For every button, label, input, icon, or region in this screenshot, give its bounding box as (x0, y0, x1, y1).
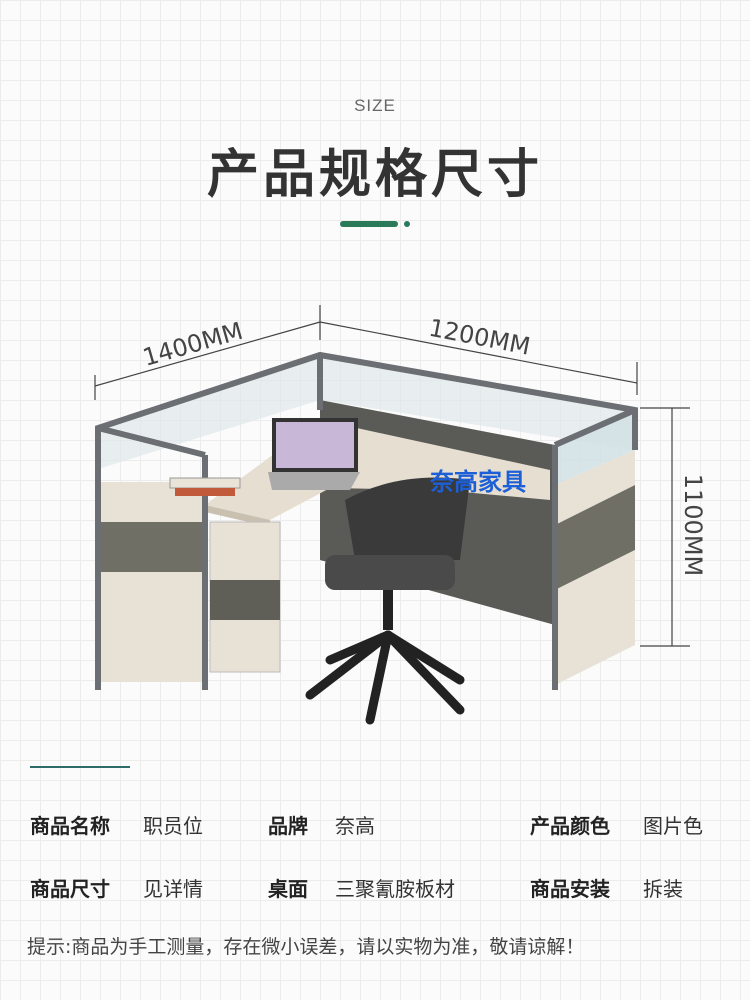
size-subtitle: SIZE (354, 96, 396, 115)
laptop (268, 418, 360, 490)
spec-value-brand: 奈高 (335, 814, 375, 838)
spec-value-name: 职员位 (143, 814, 203, 838)
spec-value-desktop: 三聚氰胺板材 (335, 877, 455, 901)
spec-label-name: 商品名称 (30, 814, 110, 838)
spec-label-install: 商品安装 (530, 877, 610, 901)
title-divider (340, 221, 398, 227)
measurement-note: 提示:商品为手工测量，存在微小误差，请以实物为准，敬请谅解！ (27, 936, 585, 958)
spec-value-install: 拆装 (643, 877, 683, 901)
section-divider (30, 766, 130, 768)
spec-label-brand: 品牌 (268, 814, 308, 838)
height-label: 1100MM (679, 474, 707, 577)
office-chair (305, 477, 470, 725)
depth-label: 1400MM (140, 317, 246, 372)
workstation-illustration: 1400MM 1200MM 1100MM 奈高家具 (94, 305, 707, 725)
books (169, 477, 241, 496)
spec-label-color: 产品颜色 (530, 814, 610, 838)
title-divider-dot (404, 221, 410, 227)
dimension-lines (94, 305, 690, 647)
spec-label-size: 商品尺寸 (30, 877, 110, 901)
width-label: 1200MM (427, 314, 533, 361)
page-title: 产品规格尺寸 (206, 145, 543, 205)
back-glass-panel (320, 355, 635, 450)
spec-label-desktop: 桌面 (268, 877, 308, 901)
watermark: 奈高家具 (429, 468, 526, 496)
spec-value-color: 图片色 (643, 814, 703, 838)
spec-value-size: 见详情 (143, 877, 203, 901)
